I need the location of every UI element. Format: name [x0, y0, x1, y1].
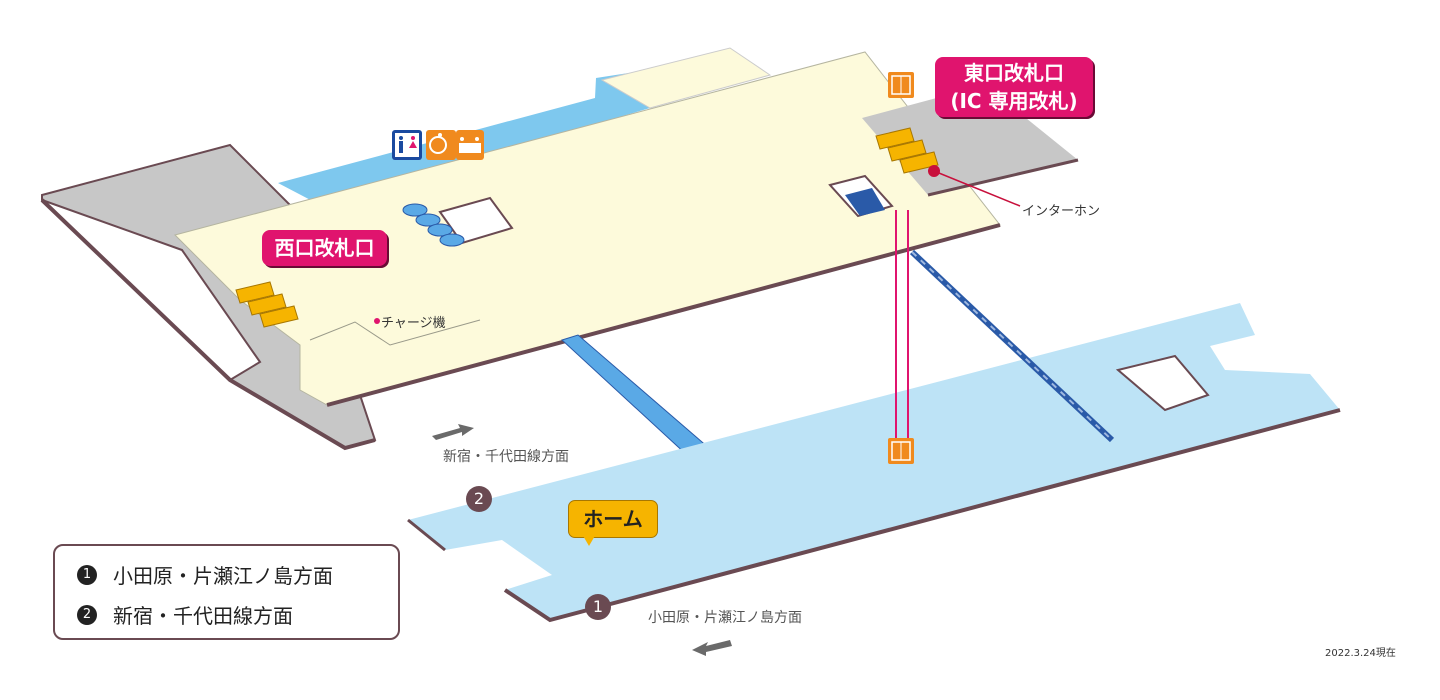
platform-label: ホーム [568, 500, 658, 538]
legend-box: 1 小田原・片瀬江ノ島方面 2 新宿・千代田線方面 [53, 544, 400, 640]
east-gate-label: 東口改札口 (IC 専用改札) [935, 57, 1093, 117]
shinjuku-direction-label: 新宿・千代田線方面 [443, 449, 569, 465]
multipurpose-toilet-icon [456, 130, 484, 160]
ticket-gates-west [235, 281, 299, 328]
elevator-shaft [895, 210, 909, 448]
date-stamp: 2022.3.24現在 [1325, 648, 1396, 659]
charge-machine-dot [374, 318, 380, 324]
legend-number: 1 [77, 564, 97, 585]
intercom-label: インターホン [1022, 204, 1101, 219]
restroom-icon [392, 130, 422, 160]
ticket-gates-east [875, 127, 939, 174]
legend-item: 1 小田原・片瀬江ノ島方面 [77, 560, 333, 589]
platform-label-tail [582, 534, 596, 546]
odawara-direction-arrow [692, 640, 732, 656]
upper-strip [600, 47, 772, 109]
west-gate-label: 西口改札口 [262, 230, 387, 266]
east-gate-label-line1: 東口改札口 [964, 61, 1064, 85]
legend-number: 2 [77, 604, 97, 625]
elevator-icon-platform [888, 438, 914, 464]
platform-number-2: 2 [466, 486, 492, 512]
stairs-west [402, 203, 465, 247]
platform-void [1115, 354, 1210, 412]
stair-east-void [845, 188, 885, 216]
legend-text: 新宿・千代田線方面 [113, 604, 293, 628]
concourse-void-west [438, 196, 514, 245]
wheelchair-icon [426, 130, 456, 160]
platform-floor [408, 303, 1340, 620]
legend-text: 小田原・片瀬江ノ島方面 [113, 564, 333, 588]
stairs-east [909, 249, 1115, 443]
legend-item: 2 新宿・千代田線方面 [77, 600, 293, 629]
platform-number-1: 1 [585, 594, 611, 620]
charge-machine-label: チャージ機 [381, 316, 446, 331]
elevator-icon [888, 72, 914, 98]
shinjuku-direction-arrow [432, 424, 474, 440]
east-gate-label-line2: (IC 専用改札) [950, 89, 1078, 113]
odawara-direction-label: 小田原・片瀬江ノ島方面 [648, 610, 802, 626]
